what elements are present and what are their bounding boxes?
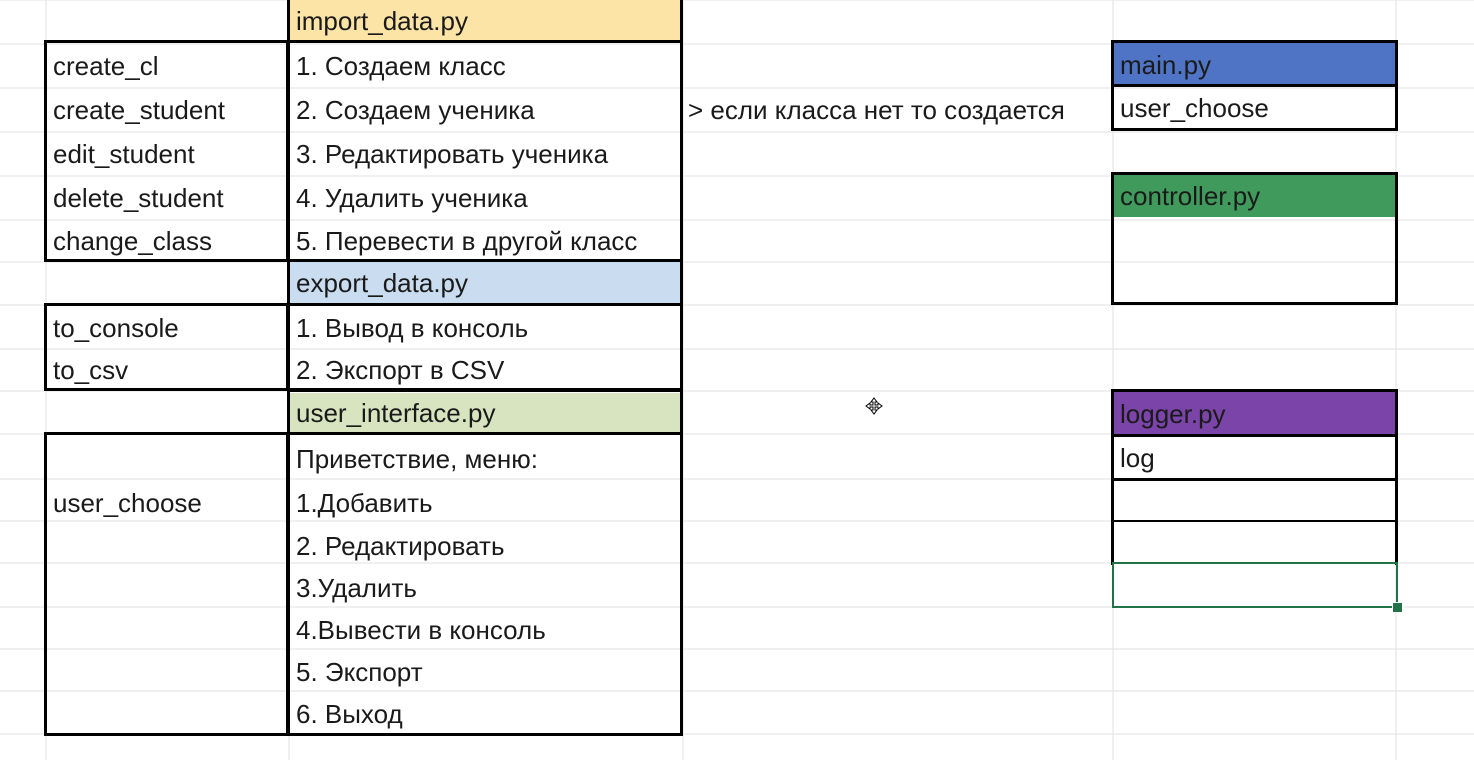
- import-item-change-class[interactable]: 5. Перевести в другой класс: [296, 226, 638, 256]
- import-note[interactable]: > если класса нет то создается: [688, 95, 1065, 125]
- selected-cell[interactable]: [1112, 562, 1398, 608]
- func-to-console[interactable]: to_console: [53, 313, 179, 343]
- ui-item-delete[interactable]: 3.Удалить: [296, 573, 417, 603]
- user-interface-header[interactable]: user_interface.py: [289, 393, 681, 433]
- fill-handle[interactable]: [1392, 602, 1403, 613]
- logger-py-header[interactable]: logger.py: [1113, 392, 1396, 436]
- ui-item-export[interactable]: 5. Экспорт: [296, 657, 423, 687]
- func-change-class[interactable]: change_class: [53, 226, 212, 256]
- main-py-user-choose[interactable]: user_choose: [1120, 92, 1269, 123]
- controller-py-header[interactable]: controller.py: [1113, 175, 1396, 217]
- logger-py-log[interactable]: log: [1120, 442, 1155, 473]
- ui-item-edit[interactable]: 2. Редактировать: [296, 531, 505, 561]
- export-item-csv[interactable]: 2. Экспорт в CSV: [296, 354, 505, 385]
- func-delete-student[interactable]: delete_student: [53, 183, 224, 213]
- func-create-student[interactable]: create_student: [53, 95, 226, 125]
- func-user-choose[interactable]: user_choose: [53, 488, 202, 518]
- logger-empty-cell-1[interactable]: [1113, 479, 1396, 521]
- import-item-create-student[interactable]: 2. Создаем ученика: [296, 95, 535, 125]
- ui-item-add[interactable]: 1.Добавить: [296, 488, 433, 518]
- ui-item-exit[interactable]: 6. Выход: [296, 698, 403, 729]
- ui-item-print-console[interactable]: 4.Вывести в консоль: [296, 615, 546, 645]
- ui-item-greeting[interactable]: Приветствие, меню:: [296, 443, 538, 474]
- import-item-delete-student[interactable]: 4. Удалить ученика: [296, 183, 528, 213]
- controller-py-empty-cell[interactable]: [1113, 217, 1396, 303]
- main-py-header[interactable]: main.py: [1113, 43, 1396, 86]
- func-create-cl[interactable]: create_cl: [53, 51, 159, 81]
- import-item-create-class[interactable]: 1. Создаем класс: [296, 51, 506, 81]
- logger-empty-cell-2[interactable]: [1113, 521, 1396, 563]
- export-item-console[interactable]: 1. Вывод в консоль: [296, 313, 529, 343]
- export-data-header[interactable]: export_data.py: [289, 262, 681, 304]
- import-item-edit-student[interactable]: 3. Редактировать ученика: [296, 139, 609, 169]
- func-edit-student[interactable]: edit_student: [53, 139, 195, 169]
- func-to-csv[interactable]: to_csv: [53, 354, 129, 385]
- move-cursor-icon: [865, 397, 883, 415]
- import-data-header[interactable]: import_data.py: [289, 0, 681, 41]
